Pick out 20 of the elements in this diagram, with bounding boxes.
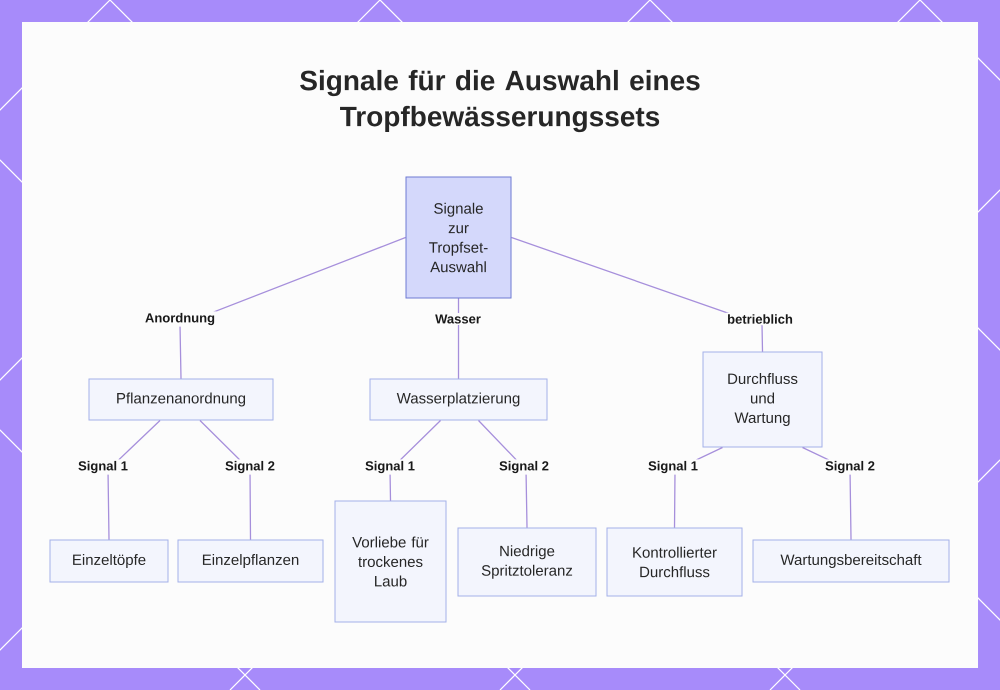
signal-box: Wasserplatzierung: [370, 378, 548, 420]
signal-box: Vorliebe für trockenes Laub: [334, 500, 446, 622]
signal-box: Wartungsbereitschaft: [752, 540, 950, 582]
signal-box: Niedrige Spritztoleranz: [458, 528, 596, 596]
edge-label: Signal 1: [76, 459, 130, 475]
edge-label: Signal 2: [824, 459, 876, 475]
edge-label: Signal 1: [646, 459, 700, 475]
edge-label: Signal 1: [364, 459, 416, 475]
edge-label: Wasser: [434, 312, 482, 326]
edge-label: Anordnung: [143, 311, 217, 327]
root-box: Signale zur Tropfset-Auswahl: [406, 176, 512, 298]
signal-box: Einzeltöpfe: [50, 540, 168, 582]
signal-box: Durchfluss und Wartung: [702, 352, 823, 448]
title: Signale für die Auswahl eines Tropfbewässerungssets: [300, 70, 700, 132]
signal-box: Einzelpflanzen: [178, 540, 324, 582]
edge-label: Signal 2: [224, 459, 276, 475]
edge-label: Signal 2: [498, 459, 550, 475]
signal-box: Pflanzenanordnung: [88, 378, 274, 420]
edge-label: betrieblich: [726, 312, 794, 326]
signal-box: Kontrollierter Durchfluss: [606, 528, 743, 596]
